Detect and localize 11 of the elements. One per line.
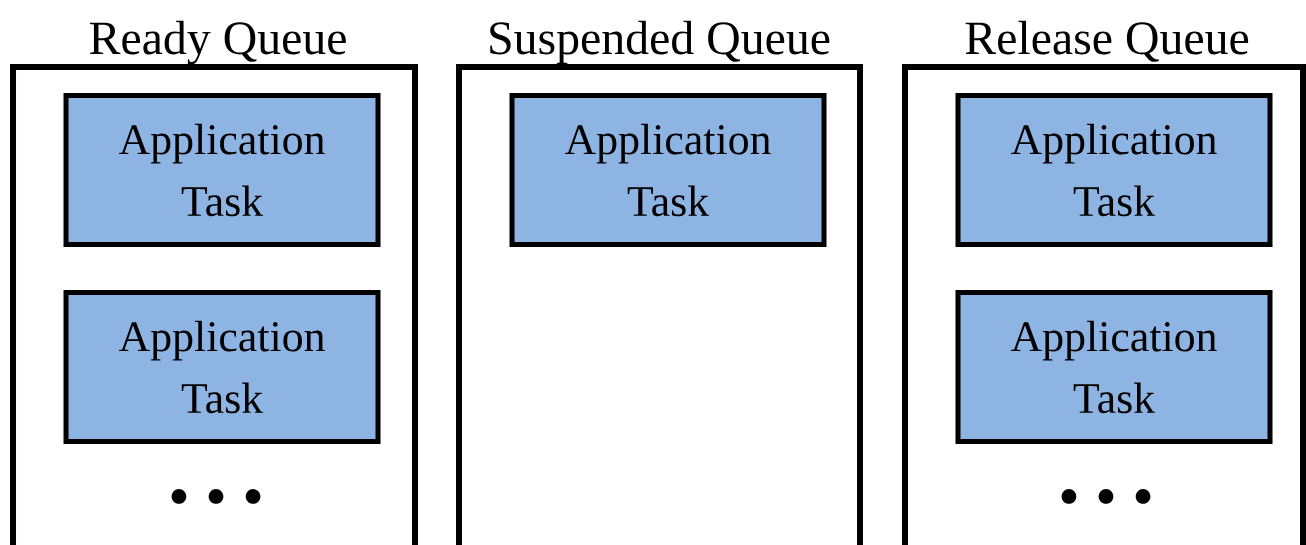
- queue-container: [456, 64, 863, 545]
- queue-container: [902, 64, 1306, 545]
- queue-title: Suspended Queue: [490, 20, 830, 65]
- task-box: Application Task: [955, 93, 1273, 247]
- queue-title: Release Queue: [965, 20, 1249, 62]
- task-box: Application Task: [509, 93, 827, 247]
- task-box: Application Task: [63, 290, 381, 444]
- task-box: Application Task: [955, 290, 1273, 444]
- task-box: Application Task: [63, 93, 381, 247]
- queue-title: Ready Queue: [89, 20, 346, 65]
- queue-container: [10, 64, 418, 545]
